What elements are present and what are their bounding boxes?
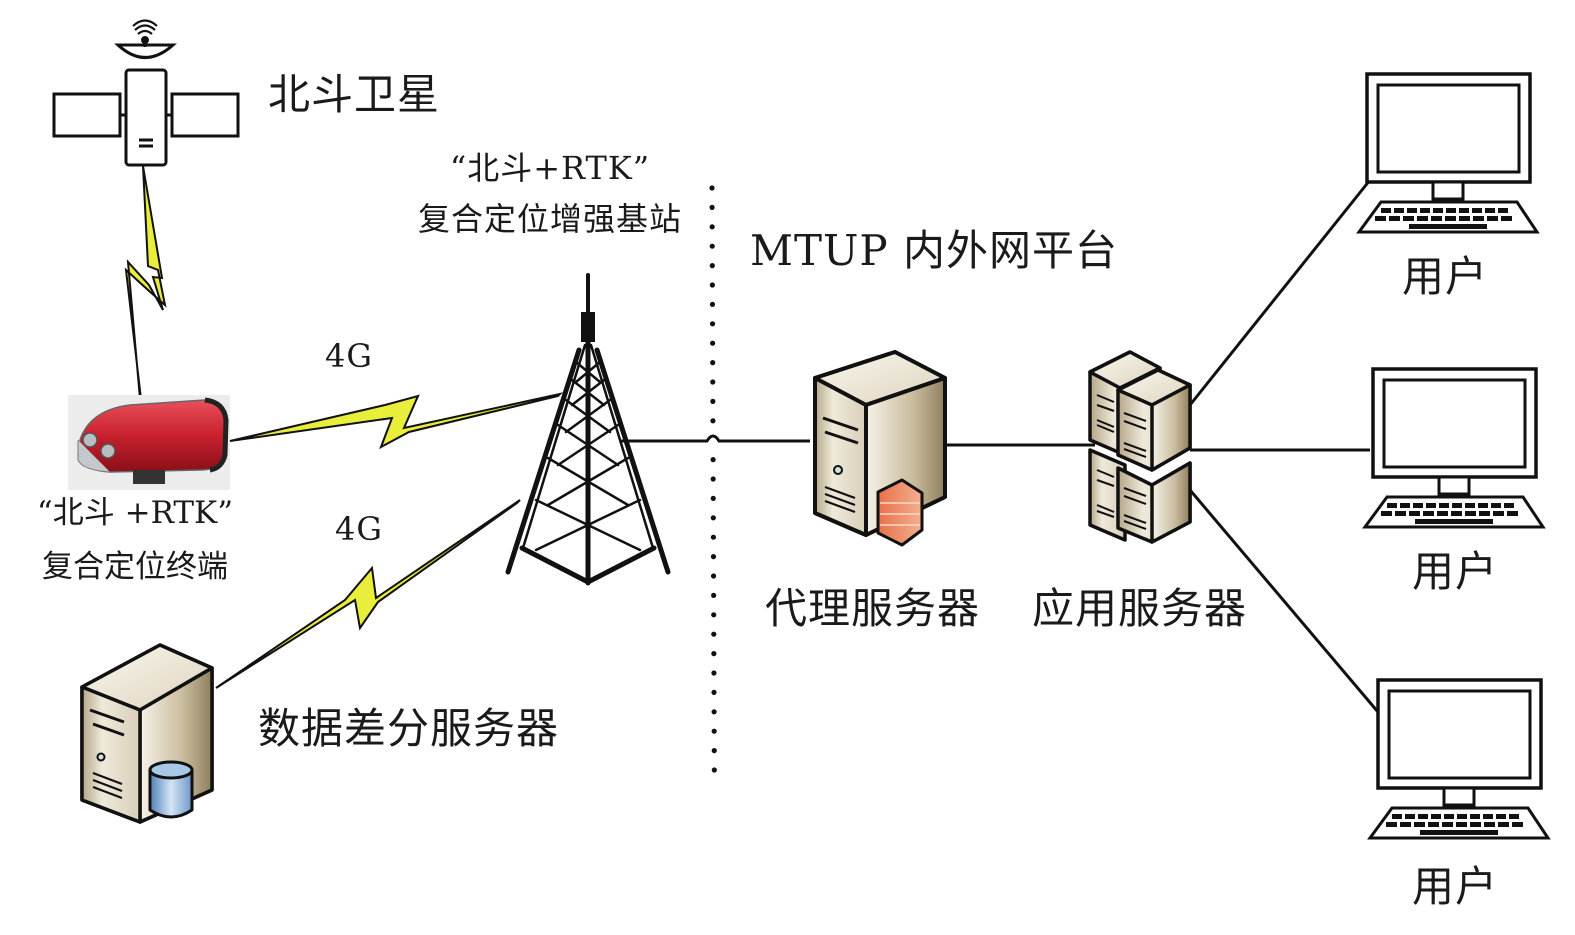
platform-label: MTUP 内外网平台 (750, 226, 1119, 275)
user-computer-icon (1362, 367, 1546, 529)
user-computer-icon (1367, 678, 1551, 840)
base-station-label-line1: “北斗+RTK” (449, 149, 651, 187)
user-label-2: 用户 (1412, 547, 1499, 596)
wireless-link-satellite-terminal (124, 165, 167, 400)
divider-dot (710, 398, 716, 404)
positioning-terminal-icon (68, 395, 230, 490)
divider-dot (710, 515, 716, 521)
proxy-server-label: 代理服务器 (765, 584, 981, 633)
link-tower-proxy (620, 434, 810, 443)
divider-dot (709, 204, 715, 210)
terminal-label-line2: 复合定位终端 (42, 549, 228, 585)
divider-dot (709, 243, 715, 249)
divider-dot (710, 554, 717, 560)
divider-dot (711, 592, 717, 599)
terminal-label-line1: “北斗 +RTK” (36, 495, 234, 531)
divider-dot (710, 457, 716, 463)
divider-dot (710, 495, 716, 501)
link-label-4g-diff-server: 4G (335, 510, 383, 548)
differential-server-icon (80, 643, 214, 824)
divider-dot (711, 689, 717, 696)
wireless-link-diff-server-tower (215, 499, 521, 689)
divider-dot (711, 651, 717, 657)
proxy-server-icon (813, 350, 947, 547)
user-label-3: 用户 (1412, 862, 1499, 911)
divider-dot (710, 534, 716, 540)
divider-dot (709, 185, 715, 191)
divider-dot (710, 418, 716, 424)
diff-server-label: 数据差分服务器 (258, 704, 560, 753)
firewall-icon (876, 478, 924, 547)
wired-links (620, 179, 1380, 713)
base-station-tower-icon (505, 273, 671, 586)
divider-dot (710, 340, 716, 346)
divider-dot (711, 709, 717, 715)
application-server-cluster-icon (1088, 350, 1192, 544)
divider-dot (711, 631, 717, 637)
satellite-icon (52, 19, 240, 167)
divider-dot (709, 321, 716, 327)
link-label-4g-terminal: 4G (325, 337, 373, 375)
divider-dot (709, 282, 715, 288)
satellite-label: 北斗卫星 (268, 70, 441, 119)
network-boundary-divider (709, 185, 717, 773)
divider-dot (709, 224, 715, 230)
divider-dot (711, 767, 717, 773)
wireless-link-terminal-tower (229, 392, 564, 450)
user-label-1: 用户 (1402, 252, 1489, 301)
link-app-user-3 (1188, 489, 1380, 713)
divider-dot (710, 379, 716, 385)
divider-dot (709, 263, 715, 269)
base-station-label-line2: 复合定位增强基站 (417, 200, 682, 238)
divider-dot (711, 670, 717, 676)
divider-dot (709, 301, 716, 307)
app-server-label: 应用服务器 (1032, 584, 1248, 633)
divider-dot (711, 612, 717, 618)
divider-dot (710, 573, 717, 579)
divider-dot (710, 360, 716, 366)
divider-dot (710, 476, 716, 482)
divider-dot (711, 748, 717, 754)
link-app-user-1 (1188, 179, 1372, 406)
database-icon (148, 760, 194, 819)
user-computer-icon (1356, 72, 1540, 234)
divider-dot (711, 728, 717, 734)
